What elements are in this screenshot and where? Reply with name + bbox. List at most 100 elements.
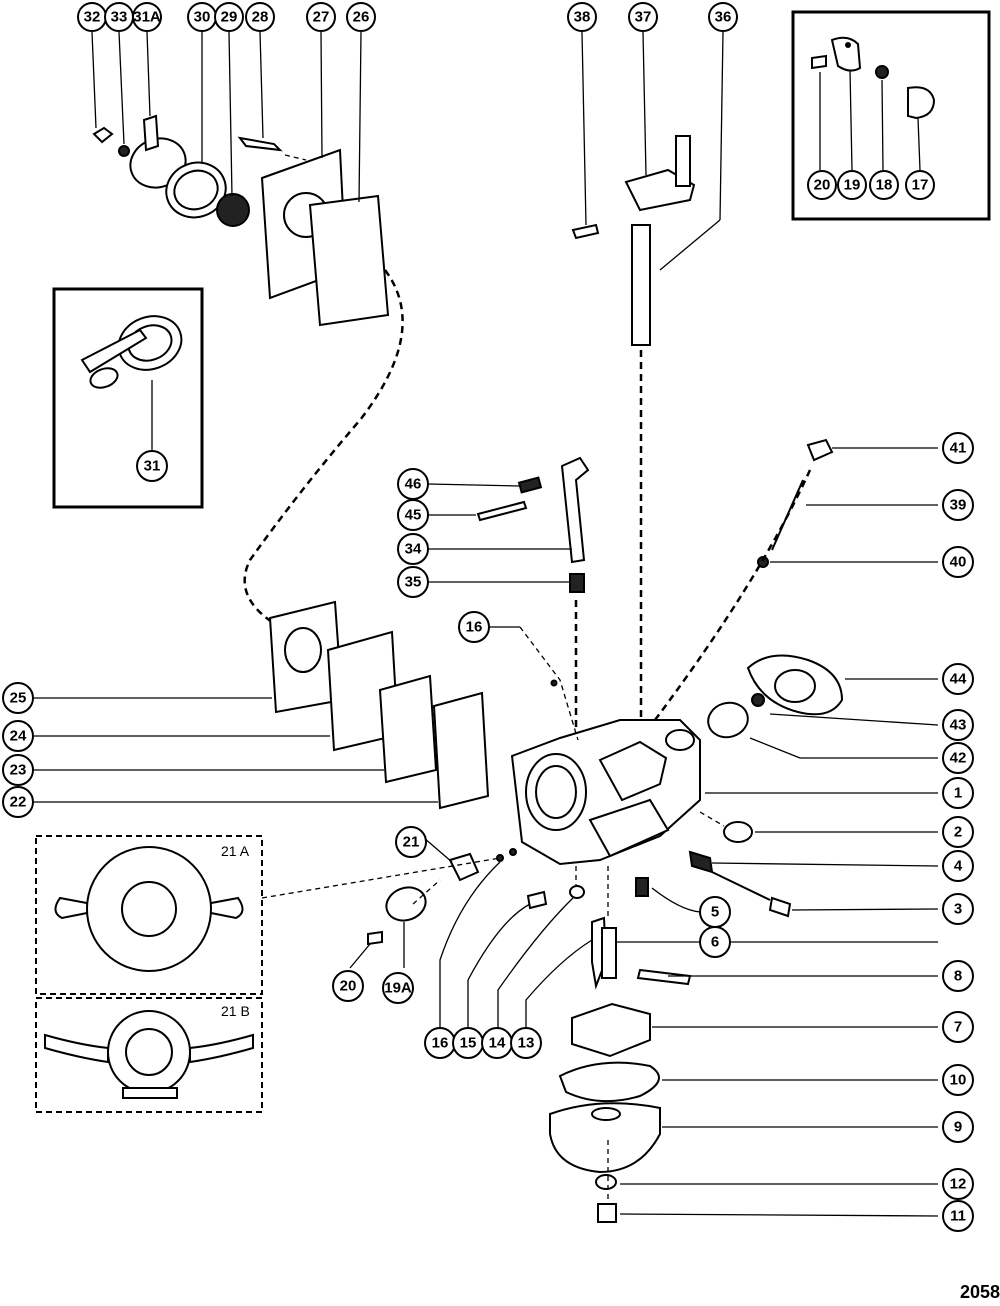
svg-text:30: 30 (194, 9, 211, 26)
callout-45: 45 (397, 499, 429, 531)
callout-5: 5 (699, 896, 731, 928)
svg-text:26: 26 (353, 9, 370, 26)
svg-text:20: 20 (814, 177, 831, 194)
gaskets-22-25-drawing (268, 600, 490, 810)
svg-text:12: 12 (950, 1176, 967, 1193)
parts-36-38-drawing (571, 135, 696, 346)
svg-text:43: 43 (950, 717, 967, 734)
callout-43: 43 (942, 709, 974, 741)
parts-17-20-drawing (811, 36, 936, 171)
callout-4: 4 (942, 850, 974, 882)
callout-31a: 31A (132, 2, 162, 32)
callout-28: 28 (245, 2, 275, 32)
svg-text:6: 6 (711, 934, 719, 951)
callout-1: 1 (942, 777, 974, 809)
callout-11: 11 (942, 1200, 974, 1232)
callout-33: 33 (104, 2, 134, 32)
parts-26-33-drawing (92, 114, 390, 327)
callout-14: 14 (481, 1027, 513, 1059)
svg-text:28: 28 (252, 9, 269, 26)
part-31-drawing (80, 315, 183, 450)
inset-label-21a: 21 A (221, 843, 250, 859)
svg-text:1: 1 (954, 785, 962, 802)
part-21a-drawing (54, 846, 244, 972)
inset-box-31 (52, 287, 204, 509)
callout-35: 35 (397, 566, 429, 598)
svg-text:29: 29 (221, 9, 238, 26)
svg-text:46: 46 (405, 476, 422, 493)
part-1-carburetor-body (510, 719, 701, 866)
svg-text:32: 32 (84, 9, 101, 26)
callout-16: 16 (424, 1027, 456, 1059)
dashed-connector-26-25 (243, 269, 404, 632)
callout-39: 39 (942, 489, 974, 521)
inset-box-21a (35, 835, 263, 995)
svg-text:13: 13 (518, 1035, 535, 1052)
svg-text:37: 37 (635, 9, 652, 26)
callout-44: 44 (942, 663, 974, 695)
svg-text:19: 19 (844, 177, 861, 194)
svg-text:22: 22 (10, 794, 27, 811)
svg-text:34: 34 (405, 541, 422, 558)
svg-text:40: 40 (950, 554, 967, 571)
callout-27: 27 (306, 2, 336, 32)
callout-13: 13 (510, 1027, 542, 1059)
svg-text:8: 8 (954, 968, 962, 985)
svg-text:7: 7 (954, 1019, 962, 1036)
callout-24: 24 (2, 720, 34, 752)
callout-25: 25 (2, 682, 34, 714)
parts-2-5-drawing (635, 821, 792, 918)
callout-42: 42 (942, 742, 974, 774)
svg-text:21: 21 (403, 834, 420, 851)
parts-39-44-drawing (707, 438, 844, 739)
svg-text:14: 14 (489, 1035, 506, 1052)
callout-40: 40 (942, 546, 974, 578)
callout-8: 8 (942, 960, 974, 992)
svg-text:38: 38 (574, 9, 591, 26)
svg-text:25: 25 (10, 690, 27, 707)
callout-10: 10 (942, 1064, 974, 1096)
svg-text:17: 17 (912, 177, 929, 194)
parts-34-46-drawing (476, 456, 590, 593)
callout-38: 38 (567, 2, 597, 32)
callout-16-top: 16 (458, 611, 490, 643)
callout-29: 29 (214, 2, 244, 32)
callout-41: 41 (942, 432, 974, 464)
callout-19a: 19A (382, 972, 414, 1004)
svg-text:31A: 31A (133, 9, 161, 26)
callout-21: 21 (395, 826, 427, 858)
callout-37: 37 (628, 2, 658, 32)
svg-text:39: 39 (950, 497, 967, 514)
callout-3: 3 (942, 893, 974, 925)
callout-32: 32 (77, 2, 107, 32)
svg-text:16: 16 (466, 619, 483, 636)
svg-text:9: 9 (954, 1119, 962, 1136)
callout-26: 26 (346, 2, 376, 32)
callout-17: 17 (905, 170, 935, 200)
callout-34: 34 (397, 533, 429, 565)
figure-number: 2058 (960, 1282, 1000, 1302)
svg-text:11: 11 (950, 1208, 966, 1225)
callout-31: 31 (136, 450, 168, 482)
callout-22: 22 (2, 786, 34, 818)
svg-text:19A: 19A (384, 980, 412, 997)
callout-20-inset: 20 (807, 170, 837, 200)
callout-9: 9 (942, 1111, 974, 1143)
callout-7: 7 (942, 1011, 974, 1043)
svg-text:20: 20 (340, 978, 357, 995)
svg-text:23: 23 (10, 762, 27, 779)
svg-text:36: 36 (715, 9, 732, 26)
callout-18: 18 (869, 170, 899, 200)
callout-46: 46 (397, 468, 429, 500)
svg-text:27: 27 (313, 9, 330, 26)
svg-text:24: 24 (10, 728, 27, 745)
part-21b-drawing (44, 1010, 254, 1099)
svg-text:41: 41 (950, 440, 967, 457)
inset-box-21b (35, 997, 263, 1113)
svg-text:35: 35 (405, 574, 422, 591)
svg-text:15: 15 (460, 1035, 477, 1052)
svg-text:33: 33 (111, 9, 128, 26)
callout-15: 15 (452, 1027, 484, 1059)
svg-text:44: 44 (950, 671, 967, 688)
